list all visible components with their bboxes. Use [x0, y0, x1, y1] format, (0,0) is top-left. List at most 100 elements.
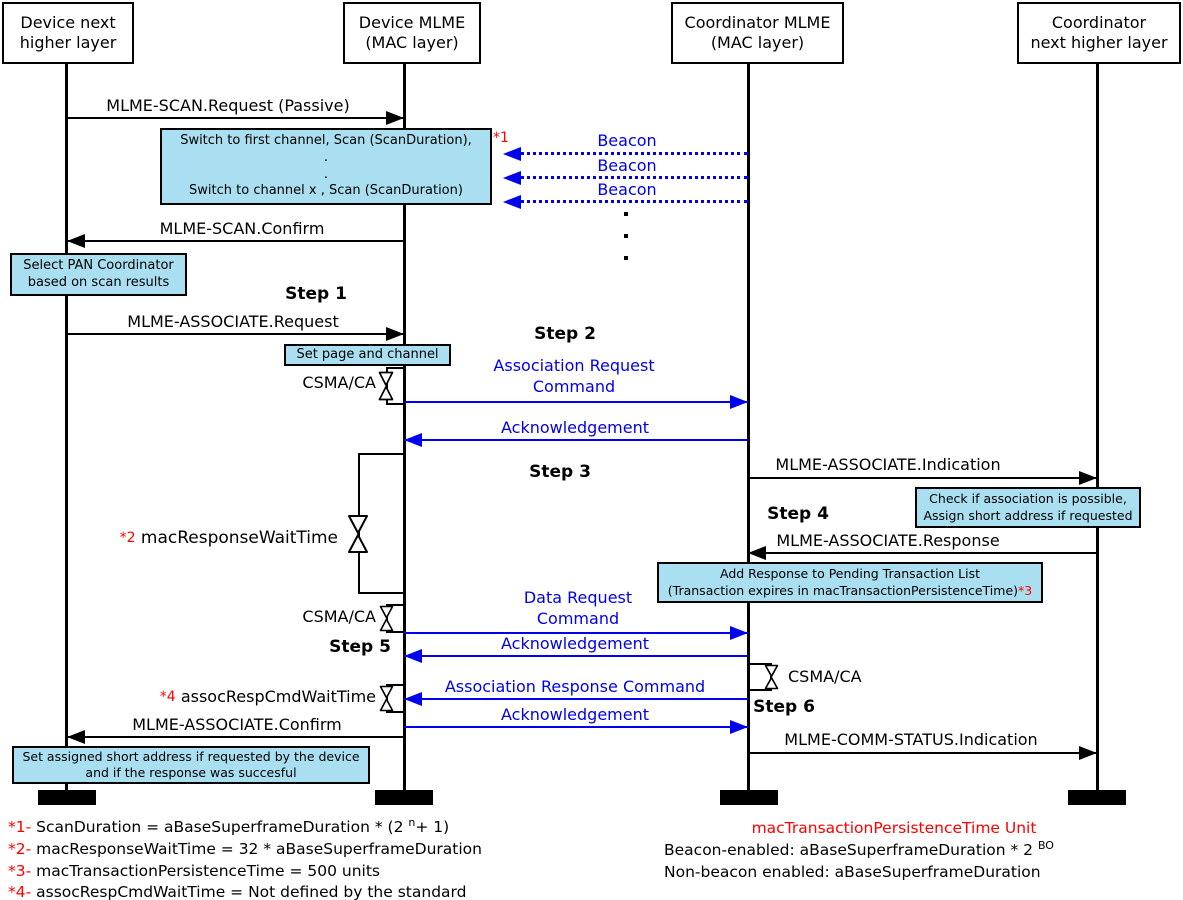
arrowhead-beacon-2 [503, 171, 521, 185]
hourglass-icon [764, 664, 779, 690]
arrowhead-assoc-confirm [67, 730, 85, 744]
hourglass-icon [348, 515, 368, 553]
hourglass-icon [379, 605, 394, 632]
note-check-association: Check if association is possible, Assign… [915, 487, 1141, 528]
message-label-scan-confirm: MLME-SCAN.Confirm [159, 219, 325, 238]
footnote-3: *3- macTransactionPersistenceTime = 500 … [8, 862, 380, 880]
legend-non-beacon: Non-beacon enabled: aBaseSuperframeDurat… [664, 863, 1041, 881]
arrowhead-scan-confirm [67, 234, 85, 248]
message-line-ack-2 [404, 655, 748, 657]
step-label-5: Step 5 [329, 637, 391, 657]
arrowhead-scan-request [386, 111, 404, 125]
arrowhead-ack-2 [404, 649, 422, 663]
message-line-ack-3 [404, 726, 748, 728]
arrowhead-beacon-1 [503, 147, 521, 161]
message-label-assoc-req-cmd: Association Request Command [493, 356, 655, 396]
legend-beacon-enabled: Beacon-enabled: aBaseSuperframeDuration … [664, 839, 1054, 859]
message-line-comm-status [748, 752, 1097, 754]
message-label-beacon-2: Beacon [597, 156, 657, 175]
hourglass-icon [378, 371, 394, 401]
csma-bracket-3 [749, 663, 772, 691]
response-wait-label: *2 macResponseWaitTime [120, 528, 338, 548]
message-label-ack-3: Acknowledgement [500, 705, 650, 724]
message-line-assoc-confirm [67, 736, 404, 738]
lifeline-coordinator-mlme [747, 60, 750, 798]
footnote-4: *4- assocRespCmdWaitTime = Not defined b… [8, 883, 467, 900]
csma-bracket-2 [386, 604, 403, 633]
message-label-assoc-resp-cmd: Association Response Command [444, 677, 706, 696]
arrowhead-comm-status [1079, 746, 1097, 760]
arrowhead-ack-1 [404, 433, 422, 447]
arrowhead-assoc-req-cmd [730, 395, 748, 409]
participant-device-higher: Device next higher layer [2, 2, 134, 64]
end-bar-coordinator-mlme [720, 790, 778, 805]
message-label-assoc-response: MLME-ASSOCIATE.Response [776, 531, 1000, 550]
footnote-3-marker: *3- [8, 862, 32, 880]
end-bar-coordinator-higher [1068, 790, 1126, 805]
step-label-3: Step 3 [529, 462, 591, 482]
footnote-1-superscript: n [408, 816, 416, 829]
participant-coordinator-higher: Coordinator next higher layer [1017, 2, 1181, 64]
message-label-data-req-cmd: Data Request Command [523, 588, 633, 628]
footnote-2-marker: *2- [8, 840, 32, 858]
footnote-2: *2- macResponseWaitTime = 32 * aBaseSupe… [8, 840, 482, 858]
hourglass-icon [379, 685, 394, 712]
csma-label-2: CSMA/CA [302, 607, 376, 626]
note-select-pan: Select PAN Coordinator based on scan res… [10, 253, 187, 296]
end-bar-device-mlme [375, 790, 433, 805]
arrowhead-assoc-response [748, 546, 766, 560]
lifeline-coordinator-higher [1096, 60, 1099, 798]
note-marker-3: *3 [1018, 582, 1033, 598]
arrowhead-data-req-cmd [730, 626, 748, 640]
assoc-wait-label: *4 assocRespCmdWaitTime [160, 687, 376, 706]
arrowhead-beacon-3 [503, 195, 521, 209]
participant-device-mlme: Device MLME (MAC layer) [343, 2, 481, 64]
message-line-beacon-3 [520, 200, 748, 203]
message-line-assoc-req-cmd [404, 401, 748, 403]
participant-coordinator-mlme: Coordinator MLME (MAC layer) [671, 2, 844, 64]
message-label-beacon-3: Beacon [597, 180, 657, 199]
legend-superscript: BO [1037, 839, 1054, 852]
step-label-1: Step 1 [285, 284, 347, 304]
arrowhead-assoc-indication [1079, 471, 1097, 485]
message-label-ack-2: Acknowledgement [500, 634, 650, 653]
note-set-assigned: Set assigned short address if requested … [12, 746, 370, 784]
message-line-beacon-2 [520, 176, 748, 179]
message-label-beacon-1: Beacon [597, 131, 657, 150]
note-scan-channels: Switch to first channel, Scan (ScanDurat… [160, 128, 492, 205]
note-add-response-line2: (Transaction expires in macTransactionPe… [667, 582, 1033, 598]
message-line-scan-request [67, 117, 404, 119]
lifeline-device-mlme [403, 60, 406, 798]
note-marker-1: *1 [493, 130, 509, 146]
csma-label-3: CSMA/CA [788, 667, 862, 686]
csma-bracket-1 [386, 367, 403, 405]
message-label-assoc-request: MLME-ASSOCIATE.Request [127, 312, 339, 331]
message-line-data-req-cmd [404, 632, 748, 634]
arrowhead-assoc-resp-cmd [404, 692, 422, 706]
arrowhead-assoc-request [386, 327, 404, 341]
message-line-scan-confirm [67, 240, 404, 242]
step-label-2: Step 2 [534, 324, 596, 344]
assoc-wait-bracket [386, 684, 403, 713]
note-add-response-line1: Add Response to Pending Transaction List [720, 566, 980, 582]
response-wait-marker: *2 [119, 530, 136, 546]
message-label-ack-1: Acknowledgement [500, 418, 650, 437]
message-line-assoc-response [748, 552, 1097, 554]
footnote-4-marker: *4- [8, 883, 32, 900]
assoc-wait-marker: *4 [159, 688, 176, 705]
arrowhead-ack-3 [730, 720, 748, 734]
assoc-wait-text: assocRespCmdWaitTime [180, 687, 376, 706]
message-line-beacon-1 [520, 152, 748, 155]
legend-title: macTransactionPersistenceTime Unit [751, 819, 1037, 837]
message-label-comm-status: MLME-COMM-STATUS.Indication [784, 730, 1038, 749]
ellipsis-dots [624, 212, 628, 278]
end-bar-device-higher [38, 790, 96, 805]
message-line-ack-1 [404, 439, 748, 441]
step-label-4: Step 4 [767, 504, 829, 524]
message-label-scan-request: MLME-SCAN.Request (Passive) [106, 96, 350, 115]
footnote-1: *1- ScanDuration = aBaseSuperframeDurati… [8, 816, 450, 836]
message-line-assoc-indication [748, 477, 1097, 479]
step-label-6: Step 6 [753, 697, 815, 717]
message-line-assoc-resp-cmd [404, 698, 748, 700]
